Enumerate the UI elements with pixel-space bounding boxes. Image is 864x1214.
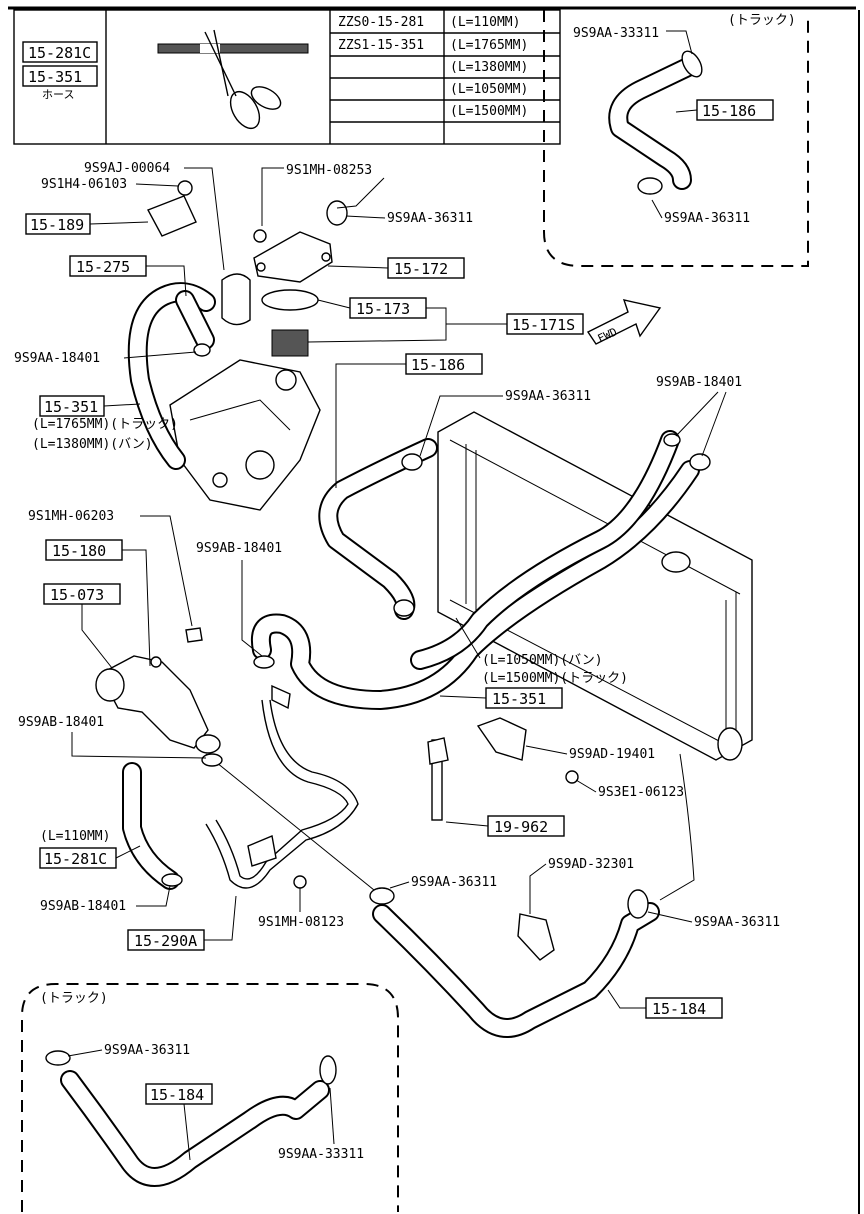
callout-9s9ab-18401-d: 9S9AB-18401 <box>40 899 126 914</box>
table-length-1: (L=110MM) <box>450 15 520 30</box>
table-length-4: (L=1050MM) <box>450 82 528 97</box>
brackets <box>161 229 711 961</box>
box-15-275: 15-275 <box>76 258 130 276</box>
hose-15-186 <box>318 438 438 620</box>
code-15-351: 15-351 <box>28 68 82 86</box>
callout-l110: (L=110MM) <box>40 829 110 844</box>
callouts: 9S9AJ-00064 9S1H4-06103 9S1MH-08253 9S9A… <box>14 161 780 930</box>
box-15-290a: 15-290A <box>134 932 197 950</box>
inset-top-label-1: 9S9AA-33311 <box>573 26 659 41</box>
callout-9s9aa-36311-b: 9S9AA-36311 <box>505 389 591 404</box>
inset-bottom-label-1: 9S9AA-36311 <box>104 1043 190 1058</box>
callout-9s3e1-06123: 9S3E1-06123 <box>598 785 684 800</box>
code-note: ホース <box>42 88 74 101</box>
callout-9s1mh-06203: 9S1MH-06203 <box>28 509 114 524</box>
boxed-labels: 15-189 15-275 15-172 15-173 15-171S 15-1… <box>25 213 723 1019</box>
box-15-281c: 15-281C <box>44 850 107 868</box>
box-15-173: 15-173 <box>356 300 410 318</box>
table-length-3: (L=1380MM) <box>450 60 528 75</box>
inset-top-label-2: 9S9AA-36311 <box>664 211 750 226</box>
inset-bottom-box: 15-184 <box>150 1086 204 1104</box>
callout-l1500: (L=1500MM)(トラック) <box>482 671 628 686</box>
hose-15-281c <box>122 762 180 890</box>
table-length-2: (L=1765MM) <box>450 38 528 53</box>
water-inlet-15-180 <box>95 627 221 754</box>
hose-15-184 <box>205 753 695 1038</box>
inset-truck-top: (トラック) 9S9AA-33311 15-186 9S9AA-36311 <box>543 10 809 267</box>
callout-9s9ad-19401: 9S9AD-19401 <box>569 747 655 762</box>
callout-9s9aa-36311-d: 9S9AA-36311 <box>694 915 780 930</box>
table-part-2: ZZS1-15-351 <box>338 38 424 53</box>
inset-top-box: 15-186 <box>702 102 756 120</box>
box-15-184: 15-184 <box>652 1000 706 1018</box>
hose-15-351-right <box>251 430 700 710</box>
box-15-172: 15-172 <box>394 260 448 278</box>
pipe-15-290a <box>205 699 359 889</box>
box-15-180: 15-180 <box>52 542 106 560</box>
inset-truck-bottom: (トラック) 9S9AA-36311 15-184 9S9AA-33311 <box>21 983 399 1212</box>
box-15-189: 15-189 <box>30 216 84 234</box>
inset-bottom-title: (トラック) <box>40 991 108 1006</box>
box-15-351-a: 15-351 <box>44 398 98 416</box>
callout-9s1mh-08123: 9S1MH-08123 <box>258 915 344 930</box>
callout-9s9aa-36311-c: 9S9AA-36311 <box>411 875 497 890</box>
hose-15-351-left <box>127 282 216 470</box>
callout-9s9aa-18401: 9S9AA-18401 <box>14 351 100 366</box>
callout-9s1h4-06103: 9S1H4-06103 <box>41 177 127 192</box>
callout-l1050: (L=1050MM)(バン) <box>482 653 603 668</box>
box-15-186: 15-186 <box>411 356 465 374</box>
engine-block <box>147 180 348 511</box>
radiator <box>437 411 753 761</box>
parts-table: 15-281C 15-351 ホース ZZS0-15-281 (L=110MM)… <box>13 9 561 145</box>
inset-bottom-label-2: 9S9AA-33311 <box>278 1147 364 1162</box>
box-15-351-b: 15-351 <box>492 690 546 708</box>
callout-9s1mh-08253: 9S1MH-08253 <box>286 163 372 178</box>
callout-l1380: (L=1380MM)(バン) <box>32 437 153 452</box>
callout-9s9ab-18401-c: 9S9AB-18401 <box>18 715 104 730</box>
box-19-962: 19-962 <box>494 818 548 836</box>
table-length-5: (L=1500MM) <box>450 104 528 119</box>
box-15-073: 15-073 <box>50 586 104 604</box>
code-15-281c: 15-281C <box>28 44 91 62</box>
callout-9s9aa-36311-a: 9S9AA-36311 <box>387 211 473 226</box>
box-15-171s: 15-171S <box>512 316 575 334</box>
callout-9s9ad-32301: 9S9AD-32301 <box>548 857 634 872</box>
callout-l1765: (L=1765MM)(トラック) <box>32 417 178 432</box>
callout-9s9ab-18401-b: 9S9AB-18401 <box>196 541 282 556</box>
fwd-arrow: FWD <box>586 299 662 345</box>
callout-9s9aj-00064: 9S9AJ-00064 <box>84 161 170 176</box>
table-part-1: ZZS0-15-281 <box>338 15 424 30</box>
inset-top-title: (トラック) <box>728 13 796 28</box>
hose-cutting-illustration <box>157 29 309 130</box>
callout-9s9ab-18401-a: 9S9AB-18401 <box>656 375 742 390</box>
